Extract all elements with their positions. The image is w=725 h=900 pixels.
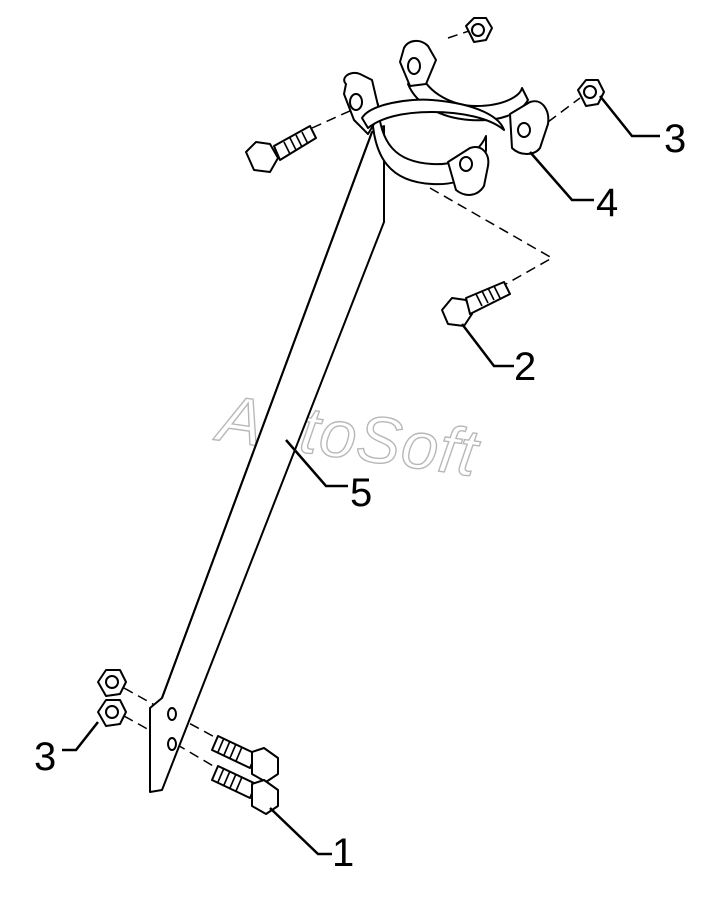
- hex-bolt: [211, 765, 279, 815]
- hex-bolt: [245, 125, 317, 173]
- hex-nut: [577, 79, 605, 107]
- callout-label-clamp: 4: [596, 181, 618, 225]
- hex-bolt: [211, 735, 279, 783]
- callout-label-bolt-clamp: 2: [514, 345, 536, 389]
- hex-nut: [465, 17, 493, 43]
- hex-nut: [97, 669, 127, 697]
- bracket-part: [149, 125, 385, 793]
- callout-label-bolt-bottom: 1: [332, 831, 354, 875]
- clamp-part: [343, 40, 550, 196]
- callout-label-nut-top: 3: [664, 117, 686, 161]
- hex-nut: [97, 699, 127, 727]
- callout-label-bracket: 5: [350, 471, 372, 515]
- leader-lines: [62, 95, 660, 856]
- hex-bolt: [441, 281, 511, 327]
- callout-label-nut-bottom: 3: [34, 735, 56, 779]
